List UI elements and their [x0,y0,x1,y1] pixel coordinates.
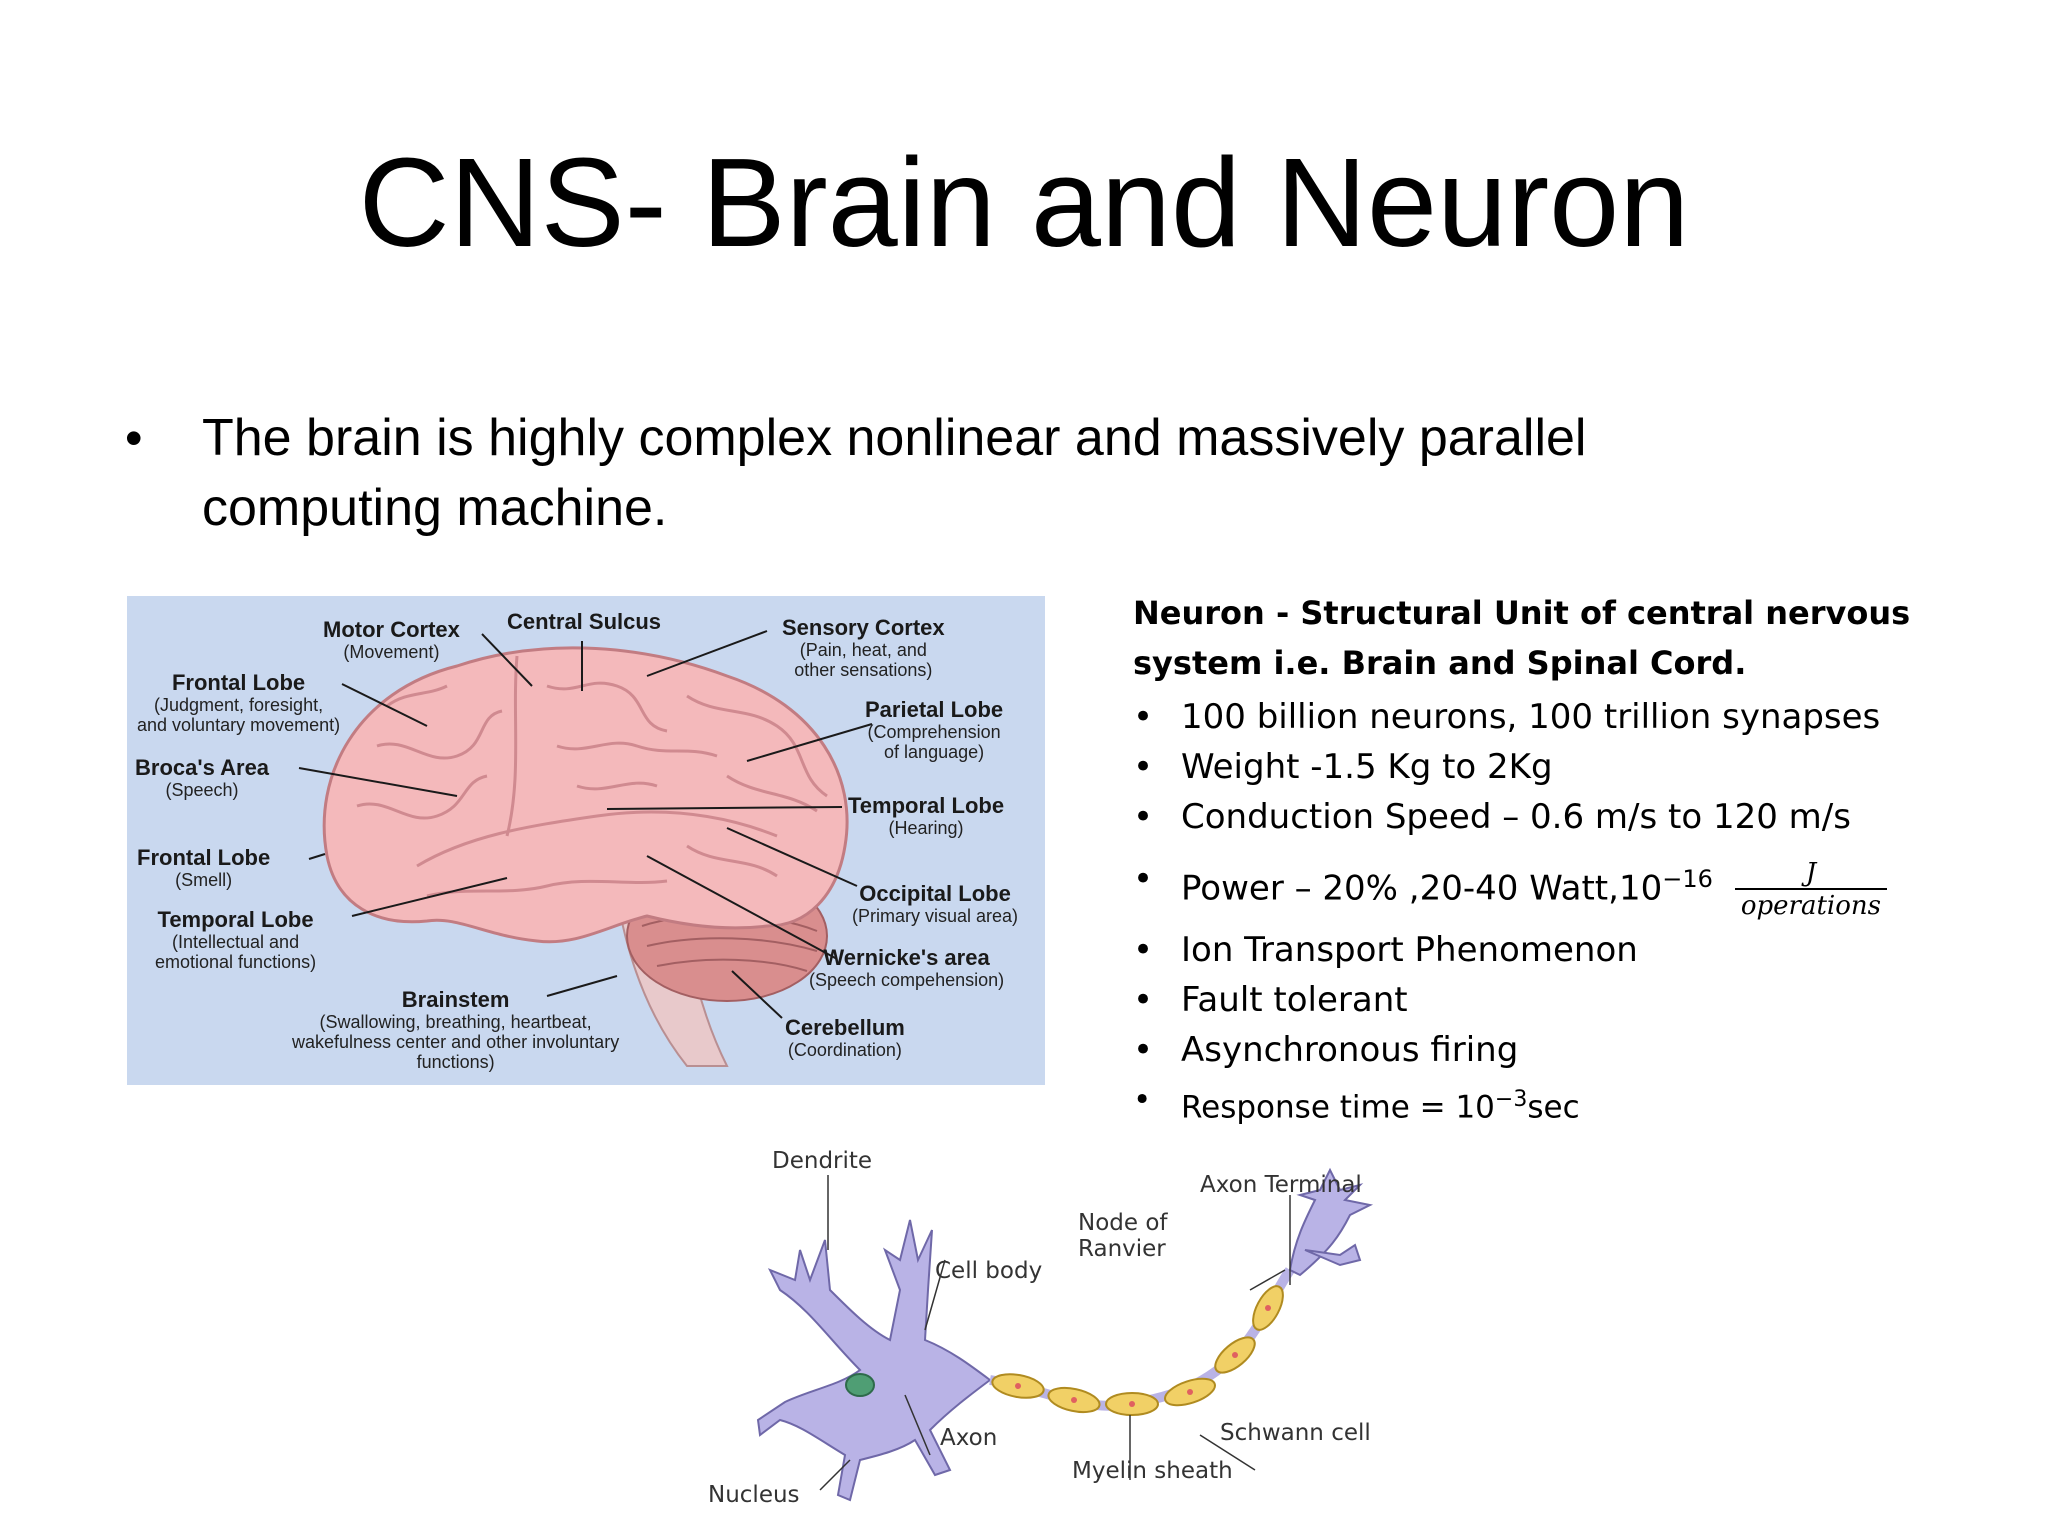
label-brainstem: Brainstem (Swallowing, breathing, heartb… [292,987,620,1073]
slide-title: CNS- Brain and Neuron [358,132,1690,273]
label-parietal-lobe: Parietal Lobe (Comprehension of language… [865,697,1004,763]
label-node-of-ranvier-1: Node of [1078,1210,1168,1236]
label-axon: Axon [940,1425,998,1451]
bullet-marker: • [125,410,143,466]
fact-item: •Fault tolerant [1133,980,1408,1021]
fact-item: •Weight -1.5 Kg to 2Kg [1133,747,1553,787]
neuron-heading-line-2: system i.e. Brain and Spinal Cord. [1133,644,1747,682]
fact-item: •Ion Transport Phenomenon [1133,930,1638,971]
myelin-segments [991,1285,1284,1416]
label-frontal-lobe-judgment: Frontal Lobe (Judgment, foresight, and v… [137,670,341,736]
neuron-diagram: Dendrite Axon Terminal Node of Ranvier C… [700,1140,1400,1520]
label-temporal-lobe-hearing: Temporal Lobe (Hearing) [848,793,1005,839]
label-occipital-lobe: Occipital Lobe (Primary visual area) [852,881,1019,927]
label-nucleus: Nucleus [708,1482,800,1508]
fact-item-response: •Response time = 10−3sec [1133,1082,1580,1126]
fact-item: •Asynchronous firing [1133,1030,1519,1071]
brain-illustration [298,630,873,1067]
axon-terminal-shape [1288,1167,1374,1277]
fact-item: •Conduction Speed – 0.6 m/s to 120 m/s [1133,797,1851,837]
cell-body-shape [756,1219,992,1502]
nucleus-shape [845,1373,875,1397]
cerebrum-shape [322,646,849,944]
brain-figure: Motor Cortex (Movement) Central Sulcus S… [127,596,1045,1085]
label-wernickes-area: Wernicke's area (Speech compehension) [809,945,1005,991]
label-frontal-lobe-smell: Frontal Lobe (Smell) [137,845,271,891]
neuron-facts: Neuron - Structural Unit of central nerv… [1133,588,2033,1133]
neuron-illustration [756,1167,1374,1502]
label-dendrite: Dendrite [772,1148,873,1174]
label-sensory-cortex: Sensory Cortex (Pain, heat, and other se… [782,615,945,681]
label-brocas-area: Broca's Area (Speech) [135,755,270,801]
bullet-text: The brain is highly complex nonlinear an… [202,409,1587,537]
fact-item: •100 billion neurons, 100 trillion synap… [1133,697,1881,737]
label-temporal-lobe-intellectual: Temporal Lobe (Intellectual and emotiona… [155,907,317,973]
label-motor-cortex: Motor Cortex (Movement) [323,617,460,663]
label-schwann-cell: Schwann cell [1220,1420,1371,1446]
label-cerebellum: Cerebellum (Coordination) [785,1015,905,1061]
label-cell-body: Cell body [935,1258,1043,1284]
label-central-sulcus: Central Sulcus [507,609,662,634]
label-axon-terminal: Axon Terminal [1200,1172,1362,1198]
neuron-facts-list: •100 billion neurons, 100 trillion synap… [1133,692,2033,1133]
neuron-heading-line-1: Neuron - Structural Unit of central nerv… [1133,594,1911,632]
label-myelin-sheath: Myelin sheath [1072,1458,1233,1484]
label-node-of-ranvier-2: Ranvier [1078,1236,1166,1262]
